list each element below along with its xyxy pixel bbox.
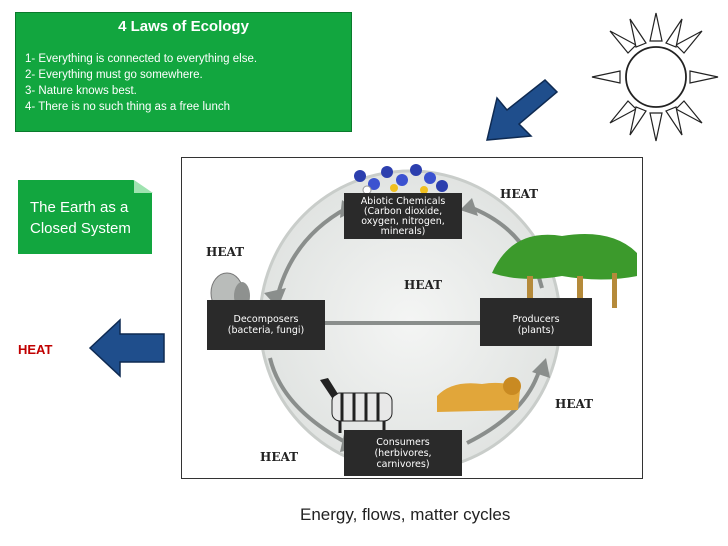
abiotic-box — [344, 193, 462, 239]
producers-line: (plants) — [518, 325, 555, 336]
law-item: 1- Everything is connected to everything… — [25, 53, 258, 65]
abiotic-line: (Carbon dioxide, — [364, 206, 442, 217]
producers-line: Producers — [512, 314, 559, 325]
laws-of-ecology-box: 4 Laws of Ecology 1- Everything is conne… — [15, 12, 352, 132]
consumers-box — [344, 430, 462, 476]
laws-list: 1- Everything is connected to everything… — [25, 51, 351, 115]
decomposers-box — [207, 300, 325, 350]
earth-card-line2: Closed System — [30, 220, 131, 237]
consumers-line: (herbivores, — [374, 448, 431, 459]
abiotic-line: minerals) — [381, 226, 426, 237]
heat-label-top: HEAT — [500, 187, 538, 201]
law-item: 2- Everything must go somewhere. — [25, 69, 203, 81]
card-fold-corner — [134, 180, 153, 193]
consumers-line: carnivores) — [376, 459, 429, 470]
decomposers-line: (bacteria, fungi) — [228, 325, 305, 336]
producers-box — [480, 298, 592, 346]
earth-closed-system-card: The Earth as a Closed System — [18, 180, 152, 254]
heat-label-bottom: HEAT — [260, 450, 298, 464]
law-item: 3- Nature knows best. — [25, 85, 137, 97]
consumers-line: Consumers — [376, 437, 429, 448]
abiotic-line: Abiotic Chemicals — [361, 196, 446, 207]
cycle-svg: Abiotic Chemicals (Carbon dioxide, oxyge… — [206, 164, 637, 476]
diagonal-arrow-icon — [486, 78, 559, 141]
heat-left-label: HEAT — [18, 342, 53, 357]
heat-label-left: HEAT — [206, 245, 244, 259]
laws-title: 4 Laws of Ecology — [118, 18, 249, 35]
decomposers-line: Decomposers — [234, 314, 299, 325]
sun-icon — [591, 12, 719, 142]
earth-card-line1: The Earth as a — [30, 199, 129, 216]
lion-icon — [437, 377, 521, 412]
molecules-icon — [354, 164, 448, 195]
heat-label-right: HEAT — [555, 397, 593, 411]
zebra-icon — [320, 378, 393, 433]
footer-caption: Energy, flows, matter cycles — [300, 505, 511, 524]
ecosystem-cycle-diagram: Abiotic Chemicals (Carbon dioxide, oxyge… — [181, 157, 643, 479]
law-item: 4- There is no such thing as a free lunc… — [25, 101, 230, 113]
abiotic-line: oxygen, nitrogen, — [361, 216, 445, 227]
left-arrow-icon — [88, 318, 165, 378]
heat-label-center: HEAT — [404, 278, 442, 292]
